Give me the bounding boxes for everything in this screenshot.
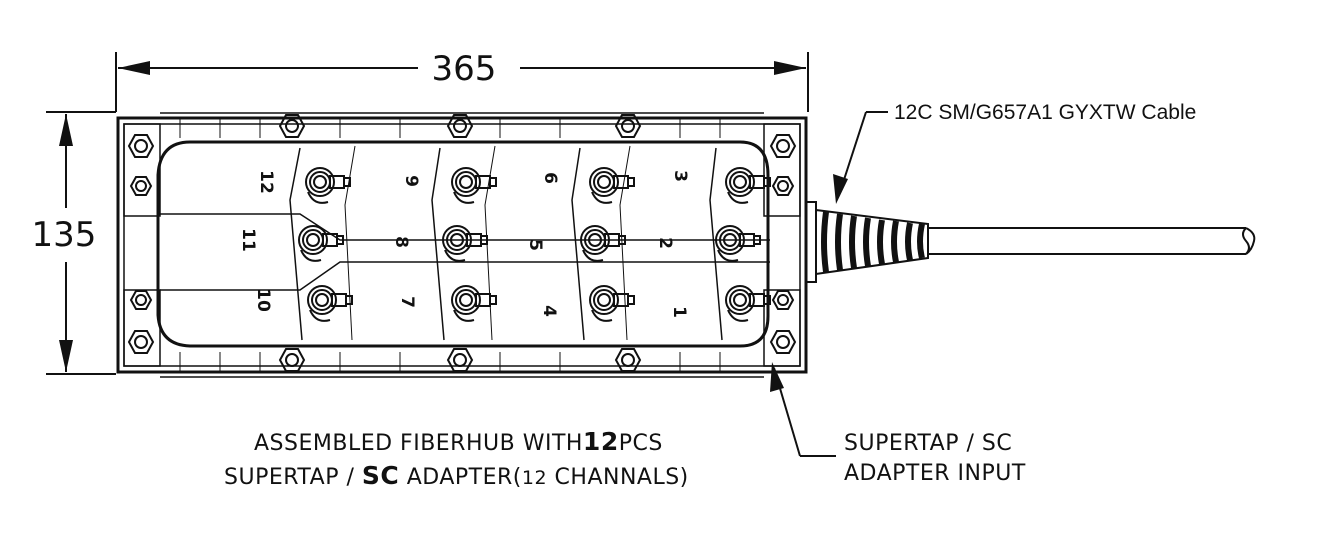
adapter-connector [589, 167, 635, 204]
adapter-connector [725, 167, 771, 204]
hex-bolt [446, 114, 474, 138]
height-dimension-label: 135 [32, 215, 97, 255]
adapter-connector [442, 225, 488, 262]
port-labels: 12 11 10 9 8 7 6 5 4 3 2 1 [238, 170, 690, 318]
callout-arrowhead [833, 174, 848, 204]
adapter-connector [715, 225, 761, 262]
port-label-1: 1 [669, 306, 689, 318]
adapter-connector [589, 285, 635, 322]
caption-line1: ASSEMBLED FIBERHUB WITH12PCS [254, 427, 663, 456]
adapter-connector [725, 285, 771, 322]
width-dimension: 365 [115, 49, 809, 112]
caption: ASSEMBLED FIBERHUB WITH12PCS SUPERTAP / … [224, 427, 689, 490]
enclosure [116, 112, 808, 378]
hex-bolt [127, 330, 155, 354]
adapter-connector [307, 285, 353, 322]
adapter-connector [305, 167, 351, 204]
caption-line2-d: 12 [522, 467, 547, 489]
cable-assembly [805, 201, 1256, 283]
hex-bolt [278, 348, 306, 372]
port-label-7: 7 [397, 296, 417, 308]
input-label-line2: ADAPTER INPUT [844, 461, 1026, 486]
width-dimension-label: 365 [432, 49, 497, 89]
arrowhead-right [774, 61, 806, 75]
caption-count: 12 [583, 427, 619, 456]
hex-bolt [771, 290, 795, 310]
hex-bolt [129, 176, 153, 196]
adapter-connector [298, 225, 344, 262]
arrowhead-bottom [59, 340, 73, 372]
arrowhead-left [118, 61, 150, 75]
port-label-5: 5 [525, 239, 545, 251]
arrowhead-top [59, 114, 73, 146]
caption-line2: SUPERTAP / SC ADAPTER(12 CHANNALS) [224, 461, 689, 490]
port-label-3: 3 [670, 170, 690, 182]
caption-line1-text: ASSEMBLED FIBERHUB WITH [254, 431, 583, 456]
hex-bolts [127, 114, 797, 372]
port-label-10: 10 [253, 288, 273, 312]
input-callout: SUPERTAP / SC ADAPTER INPUT [770, 362, 1026, 486]
hex-bolt [769, 134, 797, 158]
caption-unit: PCS [619, 431, 663, 456]
adapter-connector [451, 285, 497, 322]
hex-bolt [127, 134, 155, 158]
port-label-6: 6 [540, 172, 560, 184]
caption-line2-c: ADAPTER( [399, 465, 522, 490]
hex-bolt [614, 114, 642, 138]
adapter-connectors [298, 167, 771, 322]
hex-bolt [446, 348, 474, 372]
adapter-connector [580, 225, 626, 262]
height-dimension: 135 [32, 111, 116, 375]
hex-bolt [614, 348, 642, 372]
cable-callout: 12C SM/G657A1 GYXTW Cable [833, 101, 1196, 204]
hex-bolt [278, 114, 306, 138]
caption-sc: SC [362, 461, 399, 490]
input-arrowhead [770, 362, 784, 392]
cable-label: 12C SM/G657A1 GYXTW Cable [894, 101, 1196, 124]
caption-line2-e: CHANNALS) [547, 465, 689, 490]
port-label-2: 2 [655, 237, 675, 249]
caption-line2-a: SUPERTAP / [224, 465, 362, 490]
hex-bolt [129, 290, 153, 310]
input-label-line1: SUPERTAP / SC [844, 431, 1012, 456]
port-label-8: 8 [391, 236, 411, 248]
port-label-11: 11 [238, 228, 258, 252]
port-label-9: 9 [401, 175, 421, 187]
port-label-4: 4 [539, 305, 559, 317]
hex-bolt [769, 330, 797, 354]
port-label-12: 12 [256, 170, 276, 194]
hex-bolt [771, 176, 795, 196]
adapter-connector [451, 167, 497, 204]
